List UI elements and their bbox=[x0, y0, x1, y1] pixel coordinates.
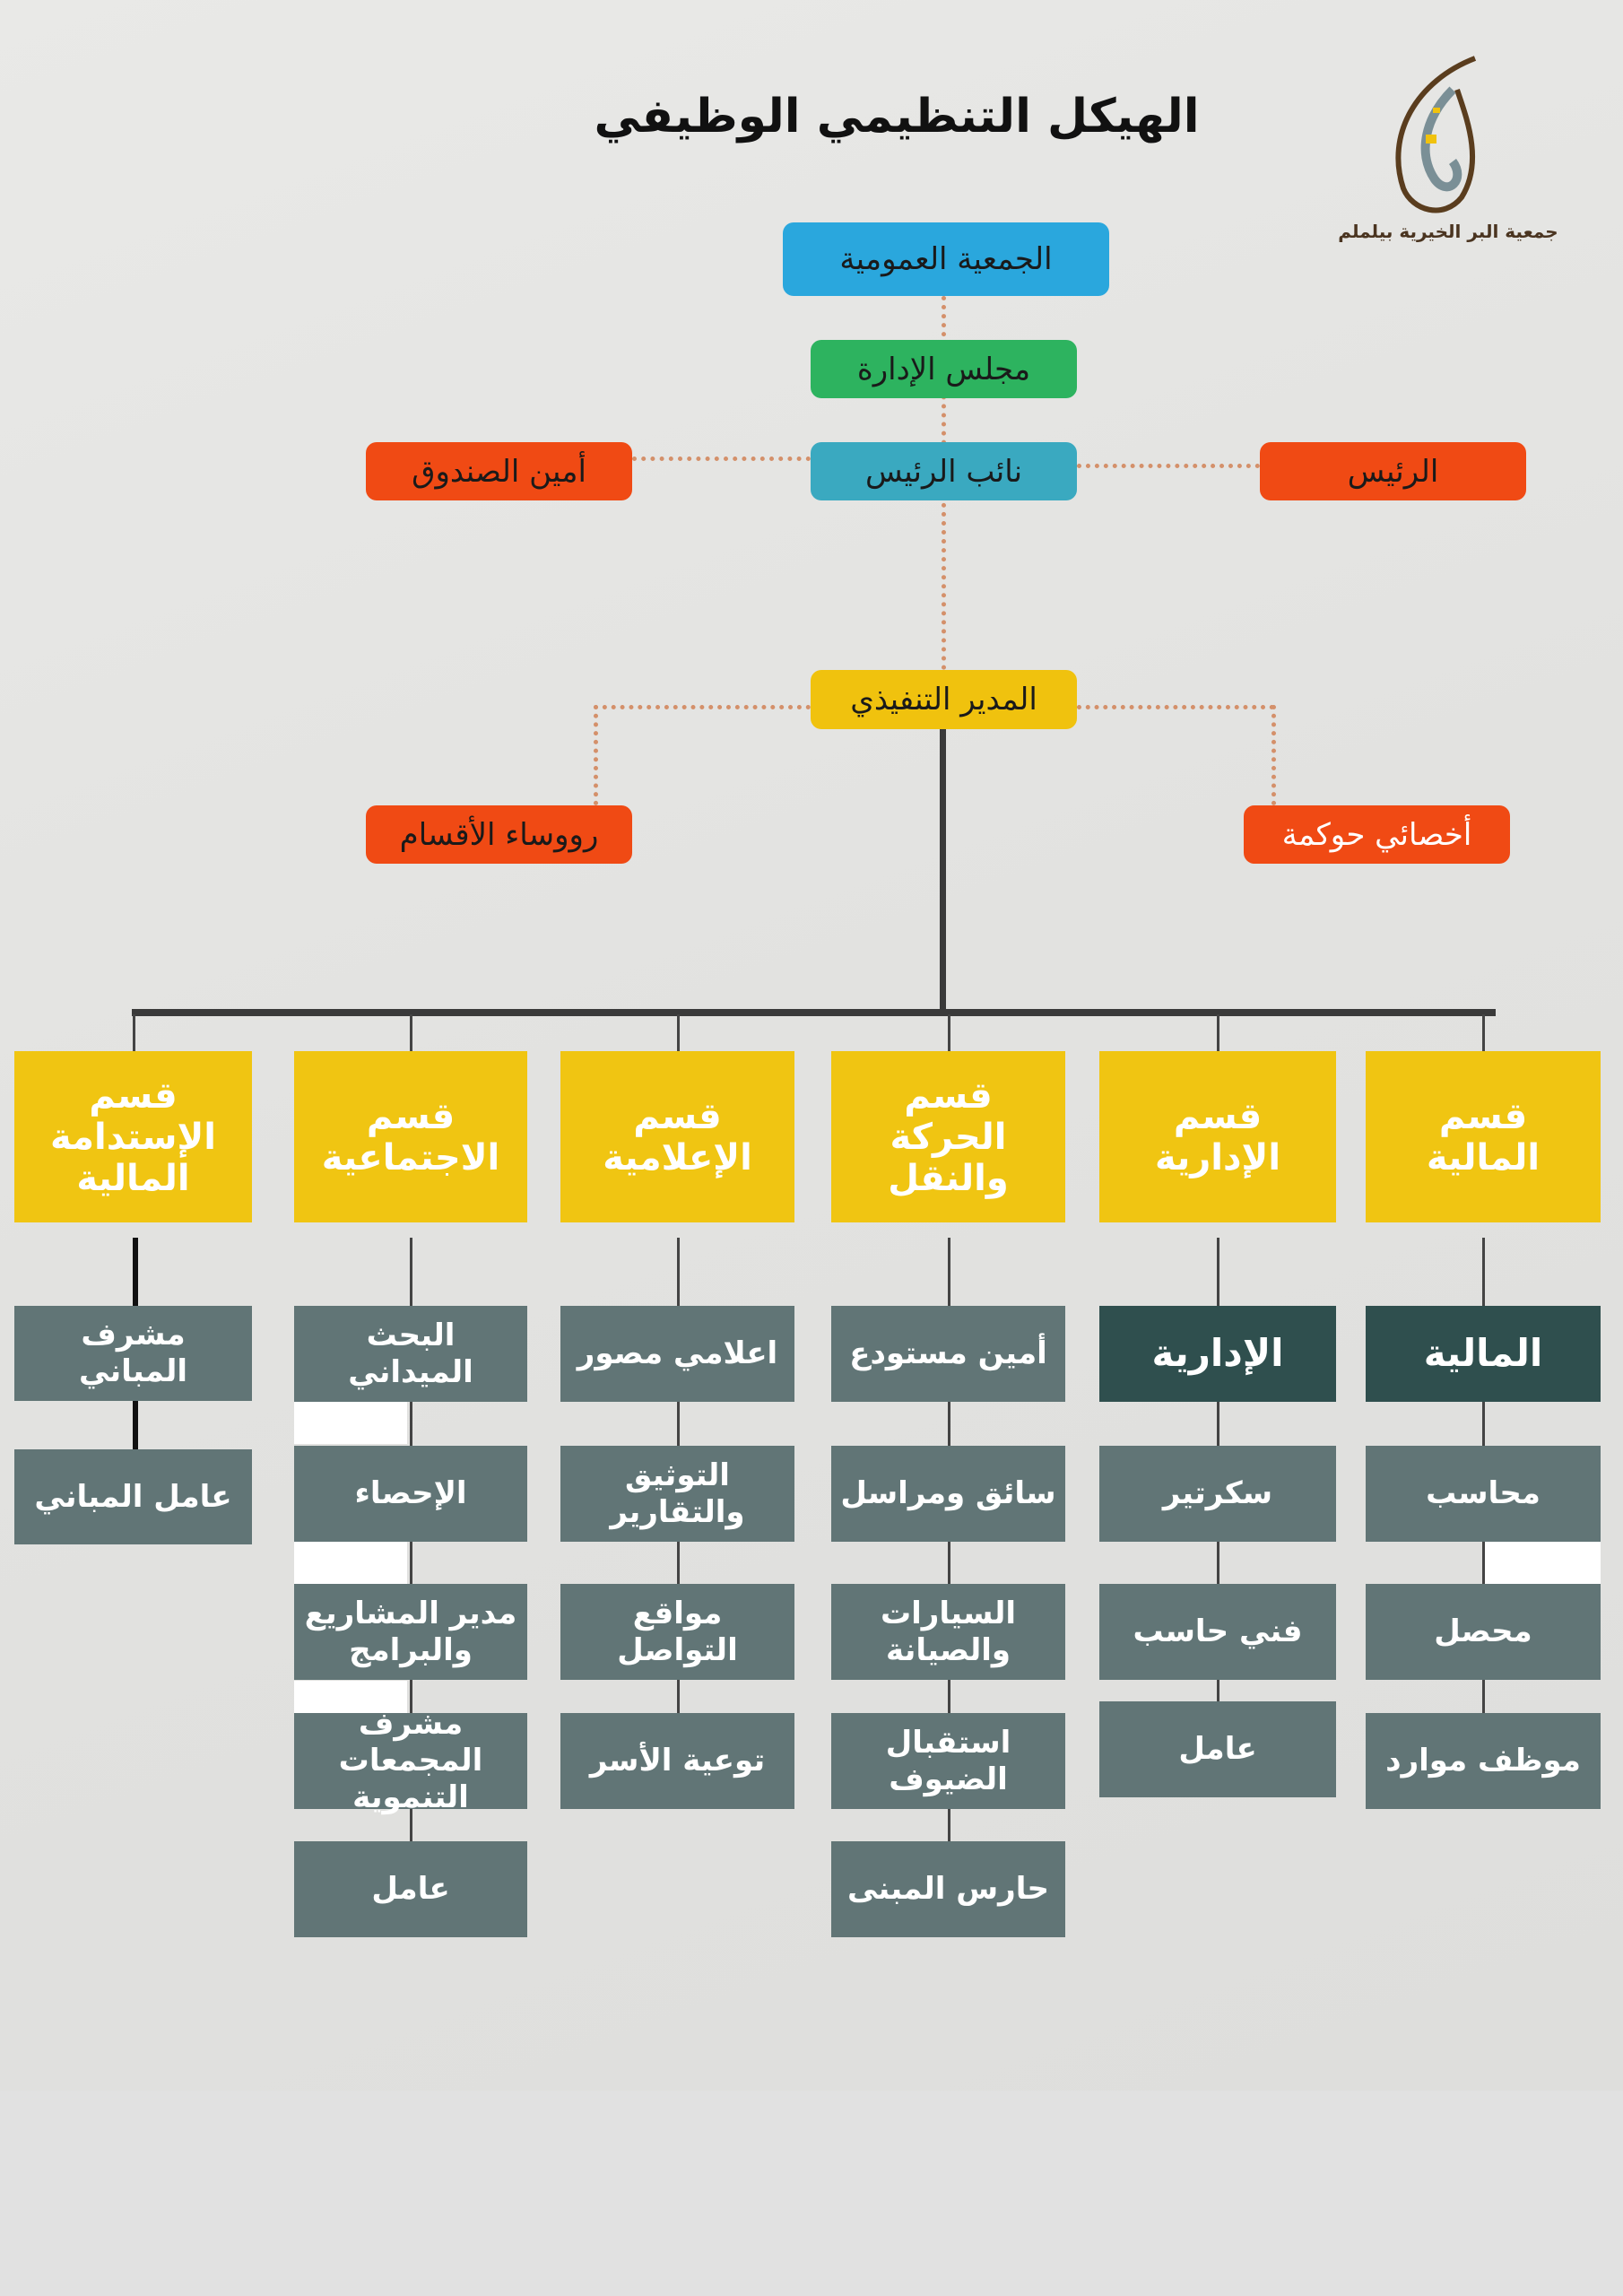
connector-line bbox=[133, 1014, 135, 1051]
position-box: عامل bbox=[294, 1841, 527, 1937]
department-label-prefix: قسم bbox=[89, 1074, 178, 1117]
spacer bbox=[294, 1542, 407, 1584]
department-label: الحركة والنقل bbox=[888, 1116, 1009, 1199]
position-box: محصل bbox=[1366, 1584, 1601, 1680]
sub-header-box: المالية bbox=[1366, 1306, 1601, 1402]
page-title: الهيكل التنظيمي الوظيفي bbox=[594, 90, 1200, 144]
position-box: مدير المشاريع والبرامج bbox=[294, 1584, 527, 1680]
position-box: اعلامي مصور bbox=[560, 1306, 794, 1402]
connector-line bbox=[1271, 705, 1276, 805]
spacer bbox=[294, 1402, 407, 1444]
board-box: مجلس الإدارة bbox=[811, 340, 1077, 398]
general-assembly-box: الجمعية العمومية bbox=[783, 222, 1109, 296]
position-box: توعية الأسر bbox=[560, 1713, 794, 1809]
position-box: حارس المبنى bbox=[831, 1841, 1065, 1937]
vice-president-box: نائب الرئيس bbox=[811, 442, 1077, 500]
position-box: البحث الميداني bbox=[294, 1306, 527, 1402]
position-box: موظف موارد bbox=[1366, 1713, 1601, 1809]
treasurer-box: أمين الصندوق bbox=[366, 442, 632, 500]
position-box: محاسب bbox=[1366, 1446, 1601, 1542]
department-label-prefix: قسم bbox=[633, 1095, 722, 1137]
department-label: الإستدامة المالية bbox=[50, 1116, 216, 1199]
department-label-prefix: قسم bbox=[904, 1074, 993, 1117]
position-box: التوثيق والتقارير bbox=[560, 1446, 794, 1542]
position-box: أمين مستودع bbox=[831, 1306, 1065, 1402]
connector-line bbox=[677, 1014, 680, 1051]
position-box: استقبال الضيوف bbox=[831, 1713, 1065, 1809]
connector-line bbox=[632, 457, 811, 461]
spacer bbox=[1485, 1542, 1601, 1584]
department-label: الإعلامية bbox=[603, 1136, 752, 1178]
logo-caption: جمعية البر الخيرية بيلملم bbox=[1338, 221, 1558, 242]
position-box: السيارات والصيانة bbox=[831, 1584, 1065, 1680]
department-heads-box: رووساء الأقسام bbox=[366, 805, 632, 864]
executive-director-box: المدير التنفيذي bbox=[811, 670, 1077, 729]
connector-line bbox=[1077, 705, 1274, 709]
connector-line bbox=[940, 729, 946, 1014]
connector-line bbox=[132, 1009, 1496, 1016]
department-label-prefix: قسم bbox=[366, 1095, 456, 1137]
connector-line bbox=[410, 1014, 412, 1051]
position-box: الإحصاء bbox=[294, 1446, 527, 1542]
position-box: مواقع التواصل bbox=[560, 1584, 794, 1680]
organization-logo bbox=[1395, 56, 1477, 213]
position-box: سكرتير bbox=[1099, 1446, 1336, 1542]
position-box: فني حاسب bbox=[1099, 1584, 1336, 1680]
connector-line bbox=[594, 705, 598, 805]
department-label: الاجتماعية bbox=[321, 1136, 500, 1178]
president-box: الرئيس bbox=[1260, 442, 1526, 500]
connector-line bbox=[948, 1014, 950, 1051]
position-box: مشرف المباني bbox=[14, 1306, 252, 1401]
position-box: عامل bbox=[1099, 1701, 1336, 1797]
department-label-prefix: قسم bbox=[1173, 1095, 1263, 1137]
connector-line bbox=[1077, 464, 1260, 468]
connector-line bbox=[594, 705, 811, 709]
department-label: المالية bbox=[1426, 1136, 1541, 1178]
department-label: الإدارية bbox=[1154, 1136, 1281, 1178]
position-box: عامل المباني bbox=[14, 1449, 252, 1544]
sub-header-box: الإدارية bbox=[1099, 1306, 1336, 1402]
position-box: مشرف المجمعات التنموية bbox=[294, 1706, 527, 1815]
governance-specialist-box: أخصائي حوكمة bbox=[1244, 805, 1510, 864]
department-label-prefix: قسم bbox=[1438, 1095, 1528, 1137]
connector-line bbox=[1482, 1014, 1485, 1051]
connector-line bbox=[1217, 1014, 1219, 1051]
position-box: سائق ومراسل bbox=[831, 1446, 1065, 1542]
